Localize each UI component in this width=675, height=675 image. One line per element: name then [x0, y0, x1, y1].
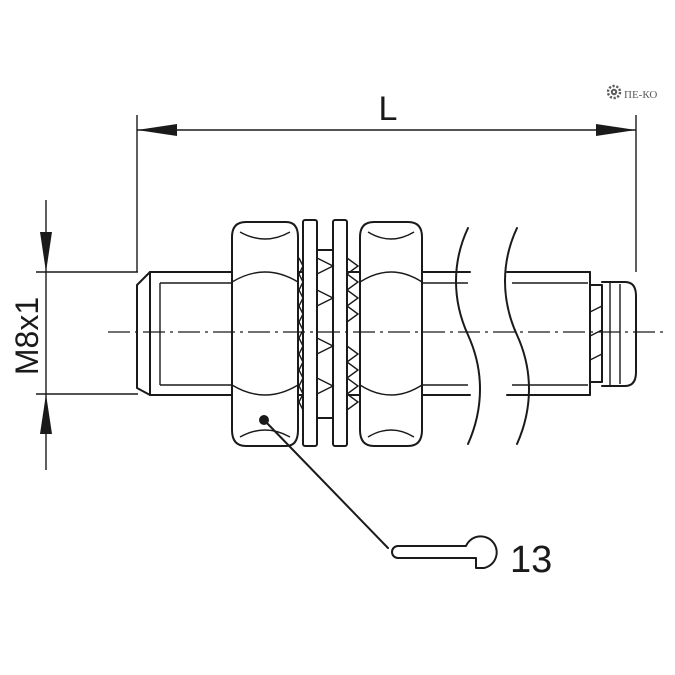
length-label: L — [379, 90, 398, 128]
gear-icon — [606, 84, 622, 100]
wrench-size-label: 13 — [510, 539, 552, 581]
hex-nut-left — [231, 221, 299, 447]
dimension-length: L — [136, 90, 637, 272]
hex-nut-right — [359, 221, 423, 447]
thread-label: M8x1 — [9, 297, 45, 375]
company-logo: ПЕ-КО — [606, 84, 657, 101]
wrench-callout: 13 — [259, 415, 552, 581]
wrench-icon — [391, 535, 498, 569]
break-line-right — [504, 227, 530, 445]
connector — [589, 271, 637, 396]
washers — [298, 219, 360, 447]
dimension-thread: M8x1 — [9, 200, 138, 470]
logo-text: ПЕ-КО — [624, 89, 657, 101]
break-line-left — [455, 227, 481, 445]
